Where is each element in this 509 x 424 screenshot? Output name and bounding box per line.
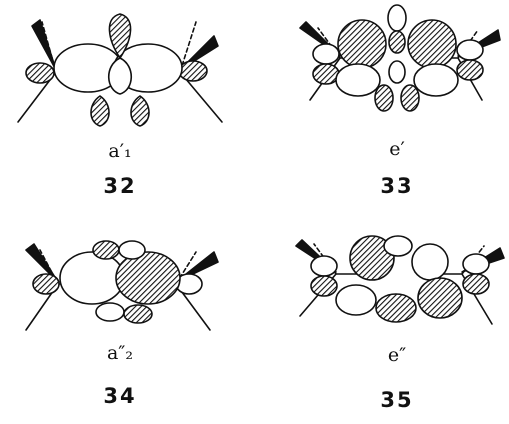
orbital-lobe-open bbox=[312, 43, 340, 65]
orbital-drawing-34 bbox=[25, 240, 219, 331]
orbital-lobe-shaded bbox=[92, 240, 120, 260]
orbital-lobe-open bbox=[107, 57, 133, 95]
wedge-bond-left-34 bbox=[25, 243, 59, 283]
orbital-lobe-shaded bbox=[462, 273, 490, 295]
orbital-symbol-34: a″₂ bbox=[106, 342, 134, 364]
orbital-lobe-open bbox=[335, 63, 381, 97]
orbital-lobe-open bbox=[118, 240, 146, 260]
orbital-lobe-open bbox=[387, 4, 407, 32]
orbital-lobe-shaded bbox=[388, 30, 406, 54]
orbital-lobe-shaded bbox=[400, 84, 420, 112]
orbital-lobe-shaded bbox=[90, 95, 110, 127]
orbital-drawing-35 bbox=[295, 235, 505, 325]
orbital-lobe-open bbox=[383, 235, 413, 257]
structure-number-32: 32 bbox=[103, 174, 137, 198]
orbital-lobe-shaded bbox=[310, 275, 338, 297]
orbital-lobe-shaded bbox=[25, 62, 55, 84]
orbital-lobe-shaded bbox=[375, 293, 417, 323]
orbital-lobe-open bbox=[95, 302, 125, 322]
orbital-lobe-shaded bbox=[108, 13, 132, 59]
orbital-lobe-shaded bbox=[374, 84, 394, 112]
orbital-lobe-open bbox=[413, 63, 459, 97]
orbital-symbol-35: e″ bbox=[387, 344, 407, 366]
orbital-lobe-shaded bbox=[32, 273, 60, 295]
orbital-lobe-open bbox=[388, 60, 406, 84]
orbital-drawing-33 bbox=[299, 4, 501, 112]
wedge-bond-left-32 bbox=[31, 19, 57, 71]
structure-number-33: 33 bbox=[380, 174, 414, 198]
orbital-lobe-shaded bbox=[312, 63, 340, 85]
orbital-lobe-open bbox=[462, 253, 490, 275]
orbital-lobe-shaded bbox=[349, 235, 395, 281]
orbital-lobe-open bbox=[335, 284, 377, 316]
orbital-lobe-shaded bbox=[407, 19, 457, 69]
orbital-lobe-shaded bbox=[178, 60, 208, 82]
orbital-lobe-shaded bbox=[123, 304, 153, 324]
orbital-lobe-shaded bbox=[456, 59, 484, 81]
orbital-symbol-33: e′ bbox=[389, 138, 405, 160]
orbital-lobe-shaded bbox=[130, 95, 150, 127]
structure-number-35: 35 bbox=[380, 388, 414, 412]
orbital-lobe-open bbox=[310, 255, 338, 277]
orbital-drawing-32 bbox=[17, 13, 223, 127]
structure-number-34: 34 bbox=[103, 384, 137, 408]
orbital-symbol-32: a′₁ bbox=[108, 140, 132, 162]
orbital-lobe-shaded bbox=[417, 277, 463, 319]
orbital-lobe-shaded bbox=[337, 19, 387, 69]
orbital-lobe-shaded bbox=[115, 251, 181, 305]
orbital-lobe-open bbox=[59, 251, 125, 305]
orbital-lobe-open bbox=[456, 39, 484, 61]
orbital-lobe-open bbox=[411, 243, 449, 281]
